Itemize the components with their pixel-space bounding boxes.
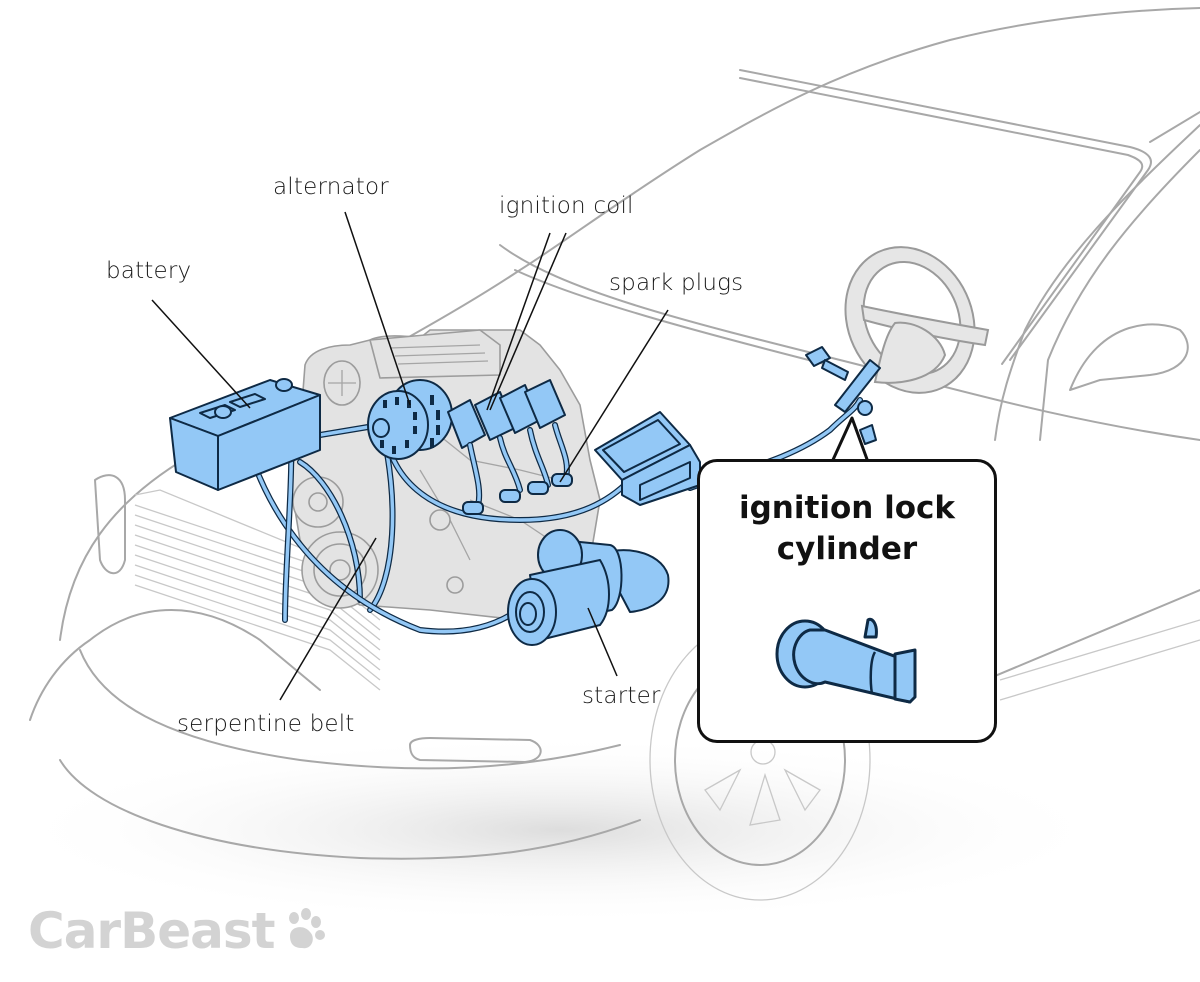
ignition-switch (805, 346, 881, 445)
leader-spark-plugs (559, 309, 669, 483)
label-alternator: alternator (273, 174, 389, 200)
paw-icon (289, 908, 325, 949)
leader-ignition-coil-1 (489, 232, 567, 411)
label-spark-plugs: spark plugs (609, 270, 744, 296)
label-battery: battery (106, 258, 192, 284)
callout-ignition-lock-cylinder: ignition lock cylinder (697, 459, 997, 743)
callout-pointer (830, 416, 870, 463)
spark-plugs (462, 473, 573, 515)
battery (169, 378, 321, 491)
alternator (367, 379, 453, 460)
ignition-coils (447, 379, 570, 508)
callout-title: ignition lock cylinder (700, 488, 994, 570)
label-serpentine-belt: serpentine belt (177, 711, 355, 737)
car-body (29, 7, 1200, 901)
leader-lines (151, 211, 669, 701)
leader-ignition-coil-2 (486, 232, 551, 411)
label-ignition-coil: ignition coil (499, 193, 634, 219)
callout-title-line1: ignition lock (738, 490, 956, 526)
leader-serpentine-belt (279, 537, 377, 701)
leader-battery (151, 299, 251, 409)
callout-title-line2: cylinder (776, 531, 918, 567)
ground-shadow (0, 735, 1120, 925)
carbeast-logo: CarBeast (28, 902, 276, 960)
label-starter: starter (582, 683, 661, 709)
fuse-box (594, 411, 701, 506)
starter-motor (507, 529, 670, 646)
ignition-lock-cylinder-icon (775, 617, 917, 704)
steering-wheel (844, 246, 990, 394)
leader-alternator (344, 211, 411, 406)
leader-starter (587, 607, 618, 677)
